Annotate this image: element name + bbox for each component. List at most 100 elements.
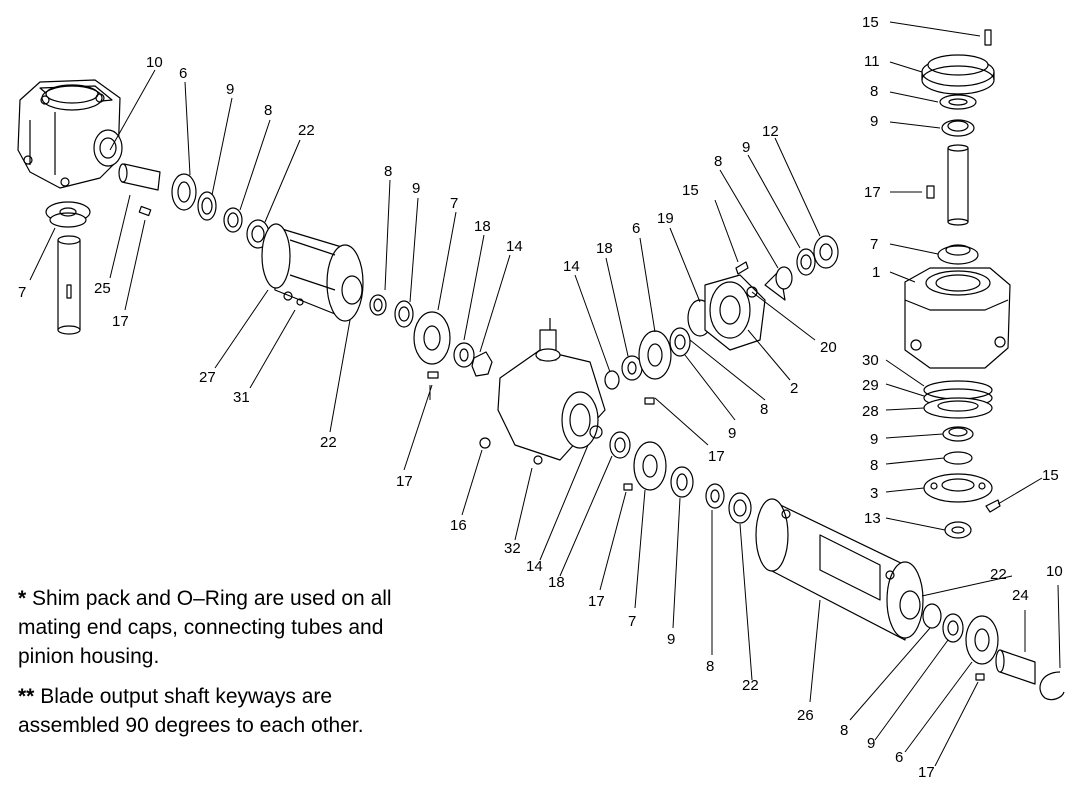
callout: 25: [94, 280, 111, 297]
callout: 15: [1042, 467, 1059, 484]
part-bearing-9-top: [941, 119, 975, 137]
part-bearing-9f: [942, 613, 964, 643]
part-race-8c: [775, 266, 793, 290]
part-gear-6b: [638, 330, 672, 380]
callout: 13: [864, 510, 881, 527]
callout: 9: [412, 180, 420, 197]
notes-block: * Shim pack and O–Ring are used on all m…: [18, 584, 418, 751]
callout-labels: 10 6 9 8 22 7 25 17 27 31 22 8 9 7 18 14…: [18, 14, 1063, 781]
part-race-8-lower: [943, 451, 973, 465]
callout: 22: [990, 566, 1007, 583]
callout: 17: [588, 593, 605, 610]
callout: 17: [396, 473, 413, 490]
callout: 22: [742, 677, 759, 694]
callout: 17: [864, 184, 881, 201]
part-bearing-9d: [796, 248, 816, 276]
part-center-housing: [479, 318, 606, 465]
callout: 7: [628, 613, 636, 630]
part-bearing-9e: [670, 466, 694, 498]
part-pinion-housing-2: [704, 269, 786, 351]
part-seal-22b: [728, 492, 752, 524]
part-bearing-9c: [669, 327, 691, 357]
part-race-8: [223, 207, 243, 233]
part-bearing-9b: [394, 300, 414, 328]
callout: 14: [526, 558, 543, 575]
callout: 19: [657, 210, 674, 227]
callout: 18: [548, 574, 565, 591]
callout: 9: [870, 431, 878, 448]
callout: 10: [146, 54, 163, 71]
callout: 6: [632, 220, 640, 237]
part-race-8b: [369, 294, 387, 316]
part-shim-30: [923, 380, 993, 400]
callout: 14: [563, 258, 580, 275]
part-gear-6c: [965, 615, 999, 665]
part-shaft-top: [947, 148, 969, 223]
callout: 20: [820, 339, 837, 356]
part-washer-18c: [609, 431, 631, 459]
part-connecting-tube-26: [755, 498, 924, 641]
callout: 7: [450, 195, 458, 212]
callout: 7: [870, 236, 878, 253]
part-bolt-15-lower: [985, 499, 1001, 513]
part-gear-6: [171, 173, 197, 211]
callout: 8: [384, 163, 392, 180]
callout: 9: [870, 113, 878, 130]
callout: 30: [862, 352, 879, 369]
left-gearbox-housing: [17, 79, 123, 189]
callout: 29: [862, 377, 879, 394]
callout: 15: [862, 14, 879, 31]
callout: 18: [474, 218, 491, 235]
note-text: Shim pack and O–Ring are used on all mat…: [18, 587, 392, 668]
callout: 10: [1046, 563, 1063, 580]
callout: 9: [742, 139, 750, 156]
part-washer-18: [453, 342, 475, 368]
callout: 26: [797, 707, 814, 724]
callout: 24: [1012, 587, 1029, 604]
part-bolt-15: [735, 261, 749, 275]
callout: 32: [504, 540, 521, 557]
part-gear-7b: [413, 311, 451, 365]
callout: 17: [112, 313, 129, 330]
note-marker: **: [18, 685, 35, 708]
part-gear-7c: [633, 441, 667, 491]
callout: 17: [918, 764, 935, 781]
callout: 8: [870, 457, 878, 474]
part-seal-22c: [922, 603, 942, 629]
callout: 14: [506, 238, 523, 255]
part-shaft-25: [121, 163, 161, 191]
part-gear-housing-1: [904, 267, 1011, 369]
callout: 27: [199, 369, 216, 386]
part-seal-12: [813, 235, 839, 269]
callout: 8: [706, 658, 714, 675]
note-keyways: ** Blade output shaft keyways are assemb…: [18, 682, 418, 740]
callout: 22: [320, 434, 337, 451]
part-race-8-top: [939, 94, 977, 110]
callout: 11: [864, 53, 880, 70]
part-race-8d: [705, 483, 725, 509]
callout: 22: [298, 122, 315, 139]
callout: 8: [264, 102, 272, 119]
callout: 8: [760, 401, 768, 418]
part-bearing-9: [197, 191, 217, 221]
callout: 9: [728, 425, 736, 442]
callout: 31: [233, 389, 250, 406]
callout: 9: [226, 81, 234, 98]
callout: 12: [762, 123, 779, 140]
callout: 1: [872, 264, 880, 281]
callout: 3: [870, 485, 878, 502]
callout: 8: [714, 153, 722, 170]
part-snap-ring-10: [1039, 671, 1065, 701]
part-bolt-15-top: [984, 29, 992, 46]
part-connecting-tube-27: [261, 223, 364, 322]
callout: 28: [862, 403, 879, 420]
callout: 8: [840, 722, 848, 739]
callout: 6: [895, 749, 903, 766]
part-nut-14b: [604, 370, 620, 390]
callout: 6: [179, 65, 187, 82]
callout: 17: [708, 448, 725, 465]
note-text: Blade output shaft keyways are assembled…: [18, 685, 364, 737]
callout: 9: [867, 735, 875, 752]
part-nut-14: [471, 351, 493, 377]
